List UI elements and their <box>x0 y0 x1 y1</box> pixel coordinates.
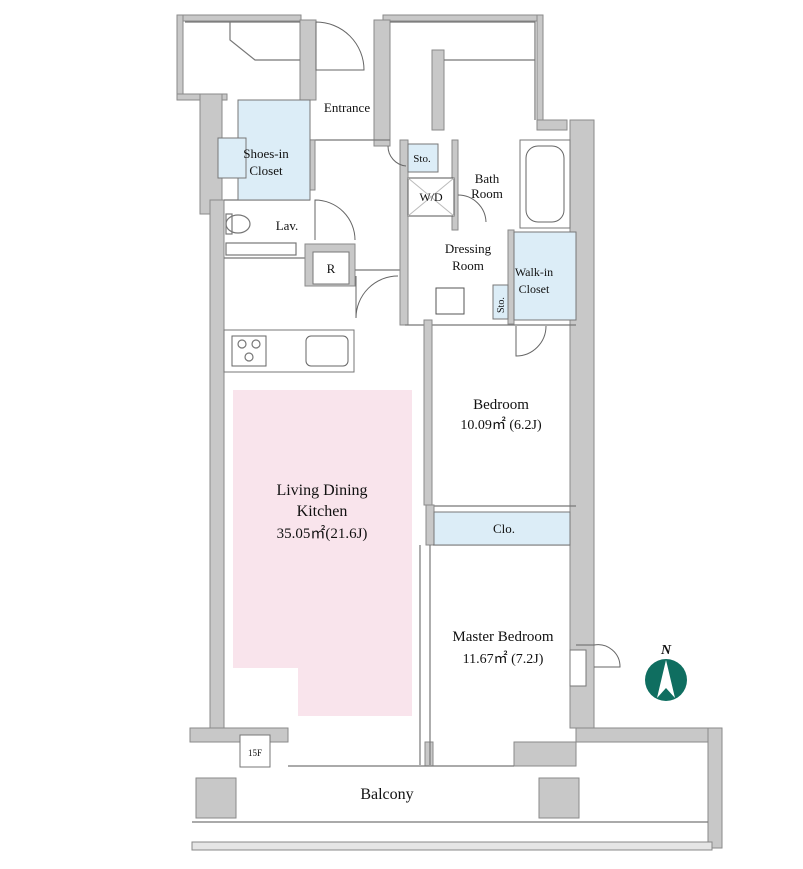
storage-top-label: Sto. <box>413 153 431 165</box>
storage-small-area <box>492 284 509 320</box>
floor-tag-box <box>239 734 271 768</box>
entrance-label: Entrance <box>324 100 370 115</box>
ldk-label-1: Living Dining <box>276 482 367 499</box>
master-bedroom-label: Master Bedroom <box>452 629 554 645</box>
compass-north-label: N <box>660 643 672 658</box>
closets <box>217 99 577 546</box>
refrigerator-space <box>312 251 350 285</box>
dressing-label-2: Room <box>452 258 484 273</box>
balcony-label: Balcony <box>360 786 413 803</box>
shoes-closet-label-1: Shoes-in <box>243 146 289 161</box>
balcony-column-right <box>538 777 580 819</box>
bedroom-label: Bedroom <box>473 397 529 413</box>
closet-label: Clo. <box>493 521 515 536</box>
closet-area <box>433 511 571 546</box>
room-labels: Entrance Shoes-in Closet Sto. Bath Room … <box>243 100 554 803</box>
storage-top-area <box>407 143 439 173</box>
walkin-closet-label-2: Closet <box>519 282 550 296</box>
bedroom-area-label: 10.09㎡ (6.2J) <box>460 417 542 433</box>
exterior-walls <box>176 14 723 851</box>
ldk-label-2: Kitchen <box>297 503 348 520</box>
balcony-rail <box>191 841 713 851</box>
lavatory-fixtures <box>225 213 297 256</box>
doors <box>314 21 621 687</box>
bath-label-1: Bath <box>475 171 500 186</box>
balcony-column-left <box>195 777 237 819</box>
walkin-closet-area <box>513 231 577 321</box>
sink-icon <box>305 335 349 367</box>
lavatory-label: Lav. <box>276 218 299 233</box>
vanity-icon <box>435 287 465 315</box>
master-area-label: 11.67㎡ (7.2J) <box>463 651 544 667</box>
kitchen-counter <box>223 329 355 373</box>
walkin-closet-label-1: Walk-in <box>515 265 553 279</box>
washer-dryer-label: W/D <box>419 190 443 204</box>
shoes-closet-label-2: Closet <box>249 163 283 178</box>
ldk-area <box>233 390 412 716</box>
refrigerator-label: R <box>327 261 336 276</box>
shoes-closet-area <box>237 99 311 201</box>
bath-label-2: Room <box>471 186 503 201</box>
north-compass: N <box>645 643 687 701</box>
dressing-label-1: Dressing <box>445 241 492 256</box>
wash-basin-icon <box>225 242 297 256</box>
bathtub-icon <box>525 145 565 223</box>
ldk-area-label: 35.05㎡(21.6J) <box>277 525 368 542</box>
neighbor-structure <box>185 21 536 120</box>
toilet-icon <box>225 214 251 234</box>
storage-small-label: Sto. <box>496 297 507 313</box>
floor-tag-label: 15F <box>248 748 262 758</box>
